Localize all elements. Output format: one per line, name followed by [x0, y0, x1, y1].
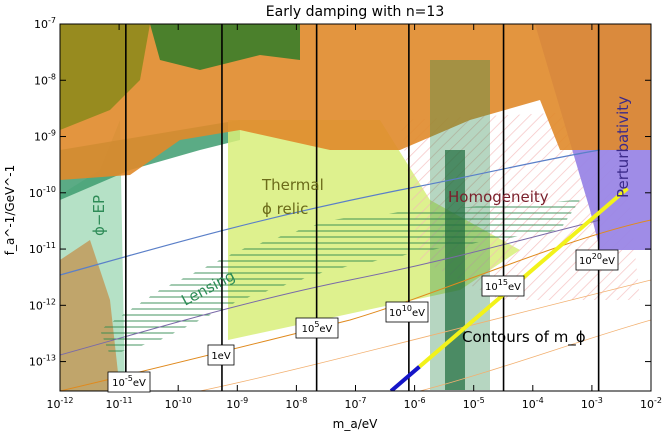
purple-curve — [60, 219, 601, 356]
x-tick-label: 10-8 — [285, 396, 307, 411]
y-tick-label: 10-7 — [34, 16, 56, 31]
x-tick-label: 10-10 — [165, 396, 192, 411]
mphi-vertical-lines — [125, 24, 600, 391]
mphi-label-text: 1015eV — [485, 278, 521, 293]
orange-faint-curve — [199, 279, 651, 391]
x-tick-label: 10-2 — [640, 396, 662, 411]
mphi-label-box: 1010eV — [385, 301, 429, 323]
mphi-label-boxes: 10-5eV 1eV 105eV 1010eV 1015eV 1020eV — [107, 249, 619, 393]
plot-area — [60, 24, 651, 391]
mphi-label-text: 105eV — [302, 320, 333, 335]
y-axis-label: f_a^-1/GeV^-1 — [3, 165, 17, 256]
mphi-label-box: 1eV — [207, 344, 235, 366]
mphi-label-box: 105eV — [295, 317, 339, 339]
x-tick-label: 10-4 — [522, 396, 544, 411]
y-tick-label: 10-12 — [29, 297, 56, 312]
mphi-label-box: 10-5eV — [107, 371, 151, 393]
thermal-label: Thermal — [261, 176, 324, 194]
y-tick-label: 10-8 — [34, 72, 56, 87]
dark-green-region — [150, 24, 300, 70]
x-tick-label: 10-5 — [463, 396, 485, 411]
green-spikes — [430, 60, 490, 390]
olive-region — [60, 24, 150, 130]
phi-relic-label: ϕ relic — [262, 200, 308, 218]
perturbativity-label: Perturbativity — [614, 96, 632, 198]
y-tick-label: 10-9 — [34, 129, 56, 144]
y-tick-label: 10-11 — [29, 241, 56, 256]
x-tick-label: 10-3 — [581, 396, 603, 411]
y-tick-label: 10-10 — [29, 185, 56, 200]
contour-line-blue — [389, 365, 421, 391]
x-tick-label: 10-11 — [106, 396, 133, 411]
mphi-label-text: 1010eV — [389, 304, 425, 319]
mphi-label-box: 1020eV — [575, 249, 619, 271]
tan-region — [60, 240, 120, 391]
x-tick-label: 10-9 — [226, 396, 248, 411]
mphi-label-text: 1eV — [211, 351, 231, 362]
y-tick-label: 10-13 — [29, 354, 56, 369]
x-tick-label: 10-7 — [345, 396, 367, 411]
contours-label: Contours of m_ϕ — [462, 328, 586, 347]
mphi-label-text: 10-5eV — [112, 374, 146, 389]
x-tick-label: 10-6 — [404, 396, 426, 411]
chart-title: Early damping with n=13 — [266, 4, 444, 20]
orange-faint-curve-2 — [419, 319, 651, 391]
blue-curve — [60, 149, 601, 276]
mphi-label-box: 1015eV — [481, 275, 525, 297]
phi-ep-label: ϕ−EP — [90, 195, 108, 236]
mphi-label-text: 1020eV — [579, 252, 615, 267]
x-axis-label: m_a/eV — [333, 417, 378, 431]
x-tick-label: 10-12 — [46, 396, 73, 411]
homogeneity-label: Homogeneity — [448, 188, 549, 206]
